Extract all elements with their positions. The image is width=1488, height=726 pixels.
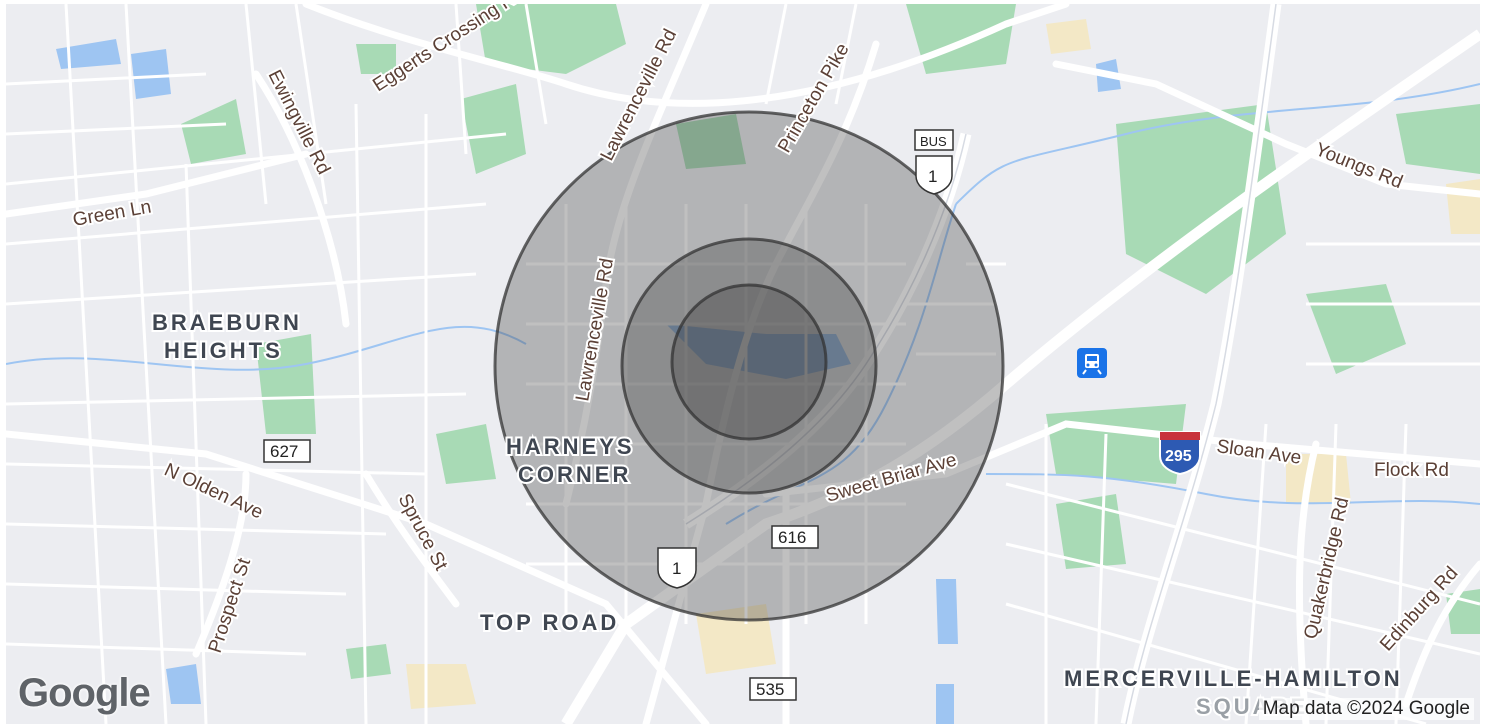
shield-535-number: 535: [756, 680, 784, 699]
area-label-harneys: HARNEYS: [506, 434, 635, 459]
area-label-corner: CORNER: [518, 462, 631, 487]
radius-circle-middle[interactable]: [620, 237, 878, 495]
parks: [181, 4, 1480, 679]
area-label-top-road: TOP ROAD: [480, 610, 619, 635]
google-logo: Google: [18, 671, 151, 715]
shields: BUS 1 1 295 627 616 535: [263, 129, 1201, 701]
area-labels: BRAEBURN HEIGHTS HARNEYS CORNER TOP ROAD…: [150, 308, 1403, 721]
shield-i295-number: 295: [1165, 448, 1192, 465]
train-station-icon[interactable]: [1077, 348, 1107, 378]
street-grid: [6, 4, 1480, 724]
interstate-shield-icon[interactable]: 295: [1159, 431, 1201, 476]
road-label-flock: Flock Rd: [1374, 460, 1449, 481]
radius-circle-outer[interactable]: [493, 110, 1005, 622]
map-canvas[interactable]: Eggerts Crossing Rd Lawrenceville Rd Pri…: [6, 4, 1480, 724]
shield-us1-bus-number: 1: [928, 167, 937, 186]
county-route-shield-icon[interactable]: 627: [263, 439, 311, 463]
shield-us1-number: 1: [672, 559, 681, 578]
map-attribution[interactable]: Map data ©2024 Google: [1258, 698, 1474, 720]
area-label-mercerville: MERCERVILLE-HAMILTON: [1064, 666, 1403, 691]
radius-circles: [493, 110, 1005, 622]
shield-627-number: 627: [270, 442, 298, 461]
radius-circle-inner[interactable]: [670, 283, 828, 441]
highway-edges: [685, 4, 1277, 724]
shield-616-number: 616: [778, 528, 806, 547]
county-route-shield-icon[interactable]: 535: [749, 677, 797, 701]
us-route-shield-icon[interactable]: BUS 1: [914, 129, 954, 195]
us-route-shield-icon[interactable]: 1: [657, 547, 697, 589]
map-graphic: Eggerts Crossing Rd Lawrenceville Rd Pri…: [6, 4, 1480, 724]
county-route-shield-icon[interactable]: 616: [771, 525, 819, 549]
bus-label: BUS: [920, 134, 947, 149]
area-label-heights: HEIGHTS: [164, 338, 283, 363]
area-label-braeburn: BRAEBURN: [152, 310, 302, 335]
